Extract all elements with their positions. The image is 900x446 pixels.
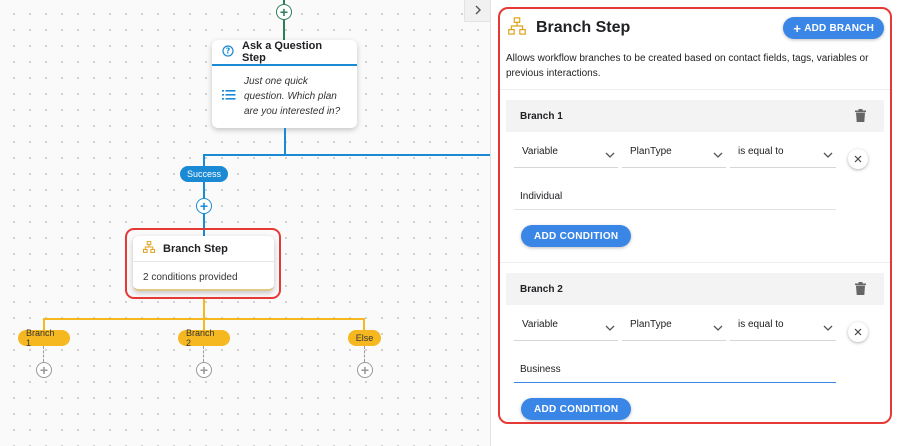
connector-line xyxy=(283,0,285,40)
add-condition-button[interactable]: ADD CONDITION xyxy=(521,398,632,420)
field-type-value: Variable xyxy=(522,319,558,330)
chevron-down-icon xyxy=(605,146,618,163)
svg-text:?: ? xyxy=(226,46,231,55)
connector-line xyxy=(203,154,490,156)
remove-condition-button[interactable] xyxy=(848,149,868,169)
branch-1-label[interactable]: Branch 1 xyxy=(18,328,70,348)
branch-card-1: Branch 1 Variable PlanType is equal to I… xyxy=(506,100,884,247)
add-branch-label: ADD BRANCH xyxy=(804,22,874,34)
connector-line xyxy=(43,318,45,332)
field-type-select[interactable]: Variable xyxy=(514,319,618,341)
branch-step-node[interactable]: Branch Step 2 conditions provided xyxy=(133,236,274,291)
add-step-icon[interactable]: + xyxy=(357,362,373,378)
connector-line xyxy=(364,346,365,362)
field-value: PlanType xyxy=(630,319,672,330)
workflow-canvas[interactable]: + ? Ask a Question Step Just one quick q… xyxy=(0,0,490,446)
condition-value-input[interactable]: Individual xyxy=(514,186,836,210)
field-select[interactable]: PlanType xyxy=(622,319,726,341)
add-step-icon[interactable]: + xyxy=(196,362,212,378)
connector-line xyxy=(203,318,205,332)
add-step-icon[interactable]: + xyxy=(36,362,52,378)
branch-step-panel: Branch Step + ADD BRANCH Allows workflow… xyxy=(498,7,892,424)
condition-value-input[interactable]: Business xyxy=(514,359,836,383)
add-step-icon[interactable]: + xyxy=(196,198,212,214)
branch-1-title: Branch 1 xyxy=(520,110,563,122)
branch-2-title: Branch 2 xyxy=(520,283,563,295)
connector-line xyxy=(203,299,205,319)
operator-select[interactable]: is equal to xyxy=(730,146,836,168)
add-step-top-icon[interactable]: + xyxy=(276,4,292,20)
chevron-down-icon xyxy=(823,319,836,336)
operator-value: is equal to xyxy=(738,319,784,330)
delete-branch-1-icon[interactable] xyxy=(855,109,866,125)
chevron-down-icon xyxy=(713,146,726,163)
close-icon xyxy=(854,150,862,168)
connector-line xyxy=(203,154,205,236)
chevron-down-icon xyxy=(823,146,836,163)
list-icon xyxy=(222,74,236,119)
panel-divider xyxy=(490,0,491,446)
question-node-title: Ask a Question Step xyxy=(242,40,323,64)
branch-2-label[interactable]: Branch 2 xyxy=(178,328,230,348)
panel-description: Allows workflow branches to be created b… xyxy=(506,53,869,79)
add-branch-button[interactable]: + ADD BRANCH xyxy=(783,17,884,39)
chevron-down-icon xyxy=(713,319,726,336)
field-select[interactable]: PlanType xyxy=(622,146,726,168)
success-label[interactable]: Success xyxy=(180,166,228,182)
field-type-select[interactable]: Variable xyxy=(514,146,618,168)
else-label[interactable]: Else xyxy=(348,330,381,346)
connector-line xyxy=(203,346,204,362)
question-text: Just one quick question. Which plan are … xyxy=(244,76,341,117)
close-icon xyxy=(854,323,862,341)
branch-icon xyxy=(143,241,155,256)
question-icon: ? xyxy=(222,44,234,60)
branch-node-title: Branch Step xyxy=(163,242,228,255)
chevron-down-icon xyxy=(605,319,618,336)
field-value: PlanType xyxy=(630,146,672,157)
divider xyxy=(500,89,890,90)
connector-line xyxy=(284,128,286,155)
plus-icon: + xyxy=(793,20,802,36)
connector-line xyxy=(363,318,365,332)
operator-select[interactable]: is equal to xyxy=(730,319,836,341)
add-condition-button[interactable]: ADD CONDITION xyxy=(521,225,632,247)
ask-question-node[interactable]: ? Ask a Question Step Just one quick que… xyxy=(212,40,357,128)
panel-title: Branch Step xyxy=(536,19,631,36)
chevron-right-icon xyxy=(473,2,483,20)
delete-branch-2-icon[interactable] xyxy=(855,282,866,298)
remove-condition-button[interactable] xyxy=(848,322,868,342)
operator-value: is equal to xyxy=(738,146,784,157)
branch-card-2: Branch 2 Variable PlanType is equal to B… xyxy=(506,273,884,420)
branch-node-summary: 2 conditions provided xyxy=(143,272,238,283)
field-type-value: Variable xyxy=(522,146,558,157)
branch-icon xyxy=(508,16,526,40)
divider xyxy=(500,262,890,263)
connector-line xyxy=(43,346,44,362)
collapse-panel-button[interactable] xyxy=(464,0,490,22)
